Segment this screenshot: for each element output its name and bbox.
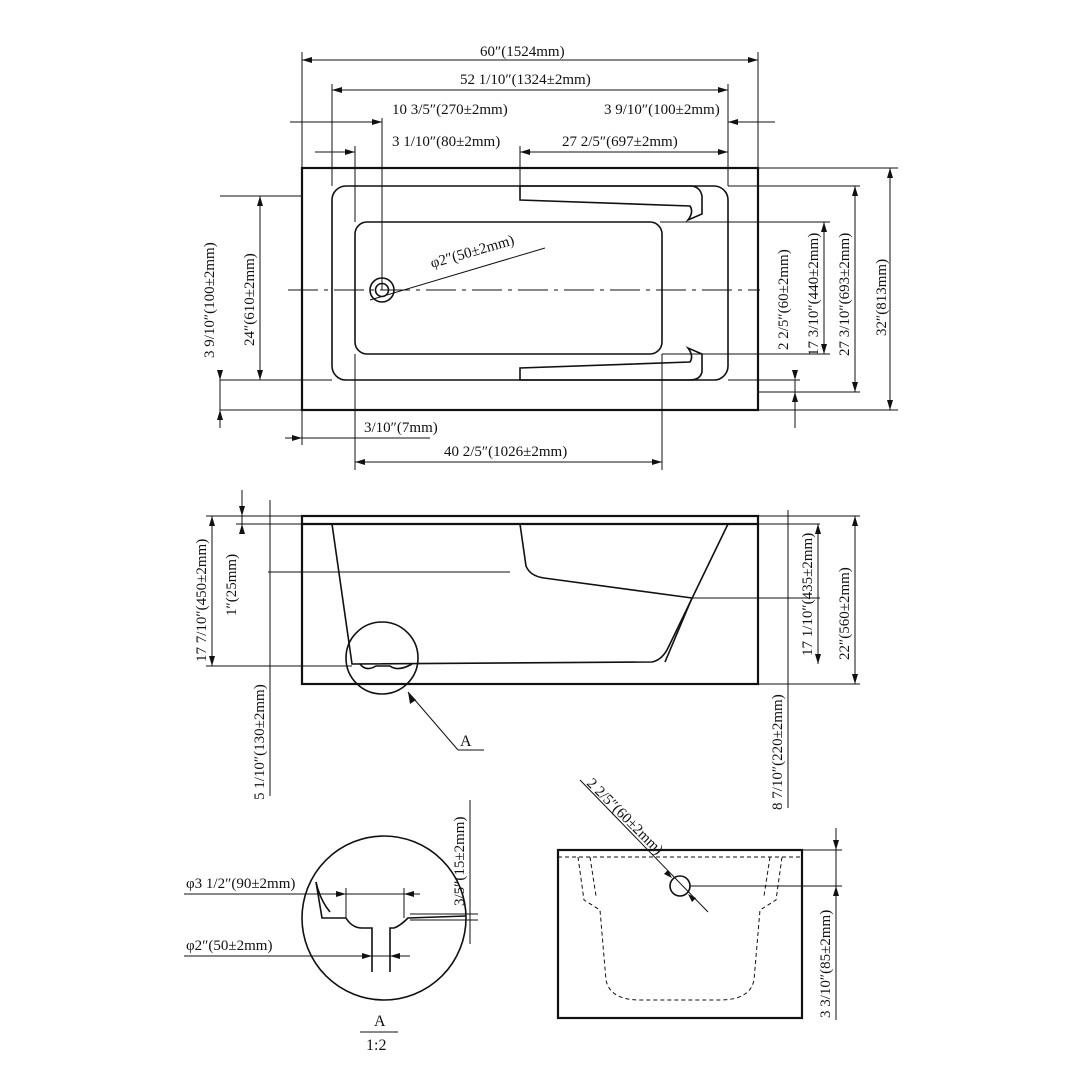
label-base-220: 8 7/10″(220±2mm) <box>770 694 786 810</box>
side-basin-profile <box>331 523 729 665</box>
label-inner-length: 52 1/10″(1324±2mm) <box>460 72 591 88</box>
end-outer-outline <box>556 848 804 1020</box>
callout-leader <box>407 691 459 751</box>
detail-a-wall <box>315 881 331 913</box>
label-rim-right: 3 9/10″(100±2mm) <box>604 102 720 118</box>
label-overall-length: 60″(1524mm) <box>480 44 565 60</box>
detail-a-circle <box>301 835 467 1001</box>
label-overall-width: 32″(813mm) <box>874 259 890 336</box>
detail-a-drain-left <box>315 881 373 972</box>
label-rim-25: 1″(25mm) <box>224 554 240 616</box>
label-693: 27 3/10″(693±2mm) <box>837 233 853 356</box>
overflow-leader <box>579 779 709 913</box>
detail-scale: 1:2 <box>366 1037 386 1054</box>
label-overflow-85: 3 3/10″(85±2mm) <box>818 910 834 1018</box>
drain-leader <box>369 247 546 301</box>
side-view: A 17 7/10″(450±2mm) 1″(25mm) 5 1/10″(130… <box>194 490 860 810</box>
side-armrest-edge <box>664 597 693 663</box>
label-rim-60: 2 2/5″(60±2mm) <box>776 249 792 350</box>
label-detail-15: 3/5″(15±2mm) <box>452 817 468 906</box>
plan-outer-outline <box>300 166 760 412</box>
label-base-130: 5 1/10″(130±2mm) <box>252 684 268 800</box>
detail-a-drain-right <box>389 915 467 972</box>
label-depth-435: 17 1/10″(435±2mm) <box>800 533 816 656</box>
label-drain-dia: φ2″(50±2mm) <box>429 233 517 272</box>
end-basin-hidden <box>577 856 783 1001</box>
plan-basin-floor <box>354 221 663 355</box>
plan-view: 60″(1524mm) 52 1/10″(1324±2mm) 10 3/5″(2… <box>202 44 898 470</box>
label-rim-left: 3 1/10″(80±2mm) <box>392 134 500 150</box>
detail-a: φ3 1/2″(90±2mm) φ2″(50±2mm) 3/5″(15±2mm)… <box>184 800 478 1054</box>
end-overflow-hole <box>669 875 691 897</box>
label-drain-offset: 10 3/5″(270±2mm) <box>392 102 508 118</box>
label-height-560: 22″(560±2mm) <box>837 567 853 660</box>
detail-title: A <box>374 1013 386 1030</box>
detail-callout-circle <box>345 621 419 695</box>
side-armrest-profile <box>519 523 693 599</box>
label-flange: 3/10″(7mm) <box>364 420 438 436</box>
label-floor-length: 40 2/5″(1026±2mm) <box>444 444 567 460</box>
side-drain-profile <box>359 663 413 670</box>
label-detail-50: φ2″(50±2mm) <box>186 938 272 954</box>
label-armrest: 27 2/5″(697±2mm) <box>562 134 678 150</box>
callout-label: A <box>460 733 472 750</box>
label-depth-450: 17 7/10″(450±2mm) <box>194 539 210 662</box>
label-width-left: 3 9/10″(100±2mm) <box>202 242 218 358</box>
side-outer-outline <box>300 514 760 686</box>
plan-armrest-bottom <box>519 346 703 381</box>
label-detail-90: φ3 1/2″(90±2mm) <box>186 876 295 892</box>
label-inner-width: 24″(610±2mm) <box>242 253 258 346</box>
plan-armrest-top <box>519 185 703 222</box>
label-overflow-60: 2 2/5″(60±2mm) <box>583 776 666 859</box>
end-view: 2 2/5″(60±2mm) 3 3/10″(85±2mm) <box>556 776 842 1020</box>
label-440: 17 3/10″(440±2mm) <box>806 233 822 356</box>
